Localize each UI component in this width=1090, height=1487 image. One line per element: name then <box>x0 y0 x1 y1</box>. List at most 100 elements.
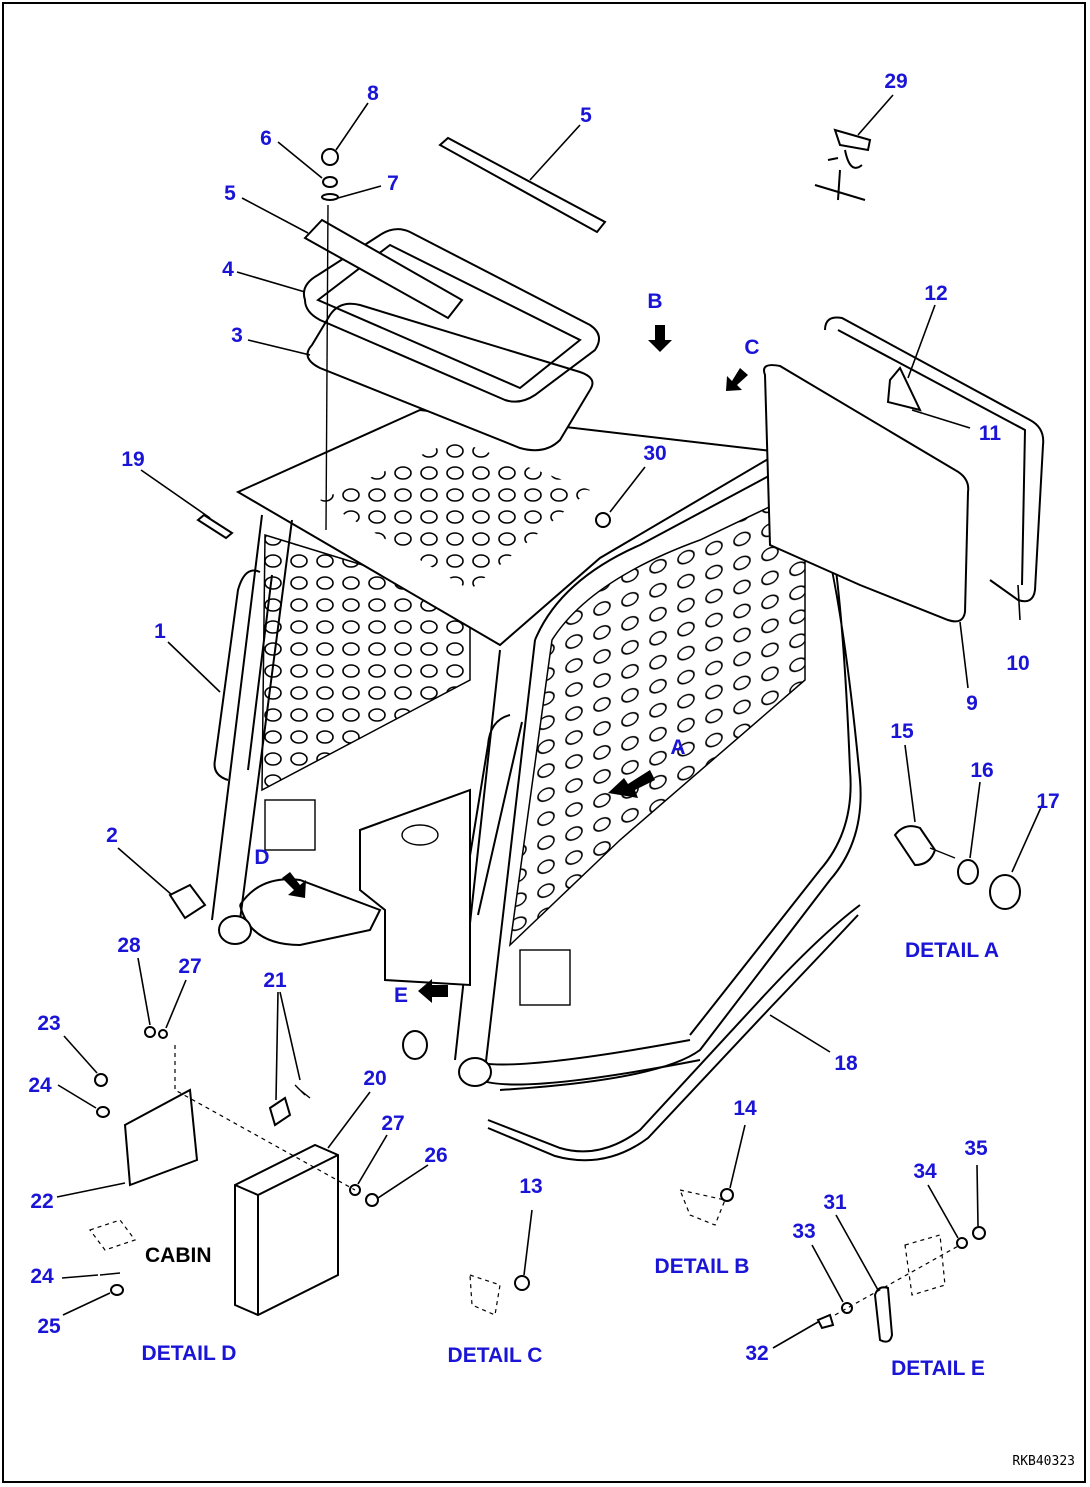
rod-line <box>325 204 329 531</box>
washer-7 <box>321 193 339 201</box>
bushing-2 <box>168 883 207 920</box>
callout-3: 3 <box>231 324 243 347</box>
bolt-14 <box>720 1188 734 1202</box>
view-arrows <box>282 325 748 1003</box>
callout-16: 16 <box>970 759 993 782</box>
front-left-post <box>454 639 536 1071</box>
callout-13: 13 <box>519 1175 542 1198</box>
nut-28 <box>144 1026 156 1038</box>
callout-11: 11 <box>979 422 1002 445</box>
callout-9: 9 <box>966 692 978 715</box>
detail-c-label: DETAIL C <box>448 1344 543 1367</box>
screw-24 <box>99 1272 121 1276</box>
callout-14: 14 <box>733 1097 757 1120</box>
misc-parts <box>89 128 1021 1343</box>
detail-labels: DETAIL A DETAIL B DETAIL C DETAIL D DETA… <box>142 939 1075 1469</box>
callout-30: 30 <box>643 442 666 465</box>
arrow-B <box>648 325 672 352</box>
callout-33: 33 <box>792 1220 815 1243</box>
mount-plate-left <box>264 799 316 851</box>
detail-e-label: DETAIL E <box>891 1357 985 1380</box>
roof-rail-lower <box>303 218 464 320</box>
mount-plate-front <box>519 949 571 1006</box>
callout-28: 28 <box>117 934 141 957</box>
detail-e-dash <box>834 1244 961 1316</box>
callout-24-bottom: 24 <box>30 1265 54 1288</box>
side-window-parts <box>763 316 1045 623</box>
washer-27-top <box>158 1029 168 1039</box>
view-marker-labels: B C A D E <box>254 290 759 1007</box>
callout-22: 22 <box>30 1190 53 1213</box>
strip-19 <box>196 513 234 540</box>
roof-window-parts <box>302 136 607 531</box>
callout-26: 26 <box>424 1144 447 1167</box>
view-marker-D: D <box>254 846 269 869</box>
callout-numbers: 8 6 7 5 5 4 3 29 12 11 10 9 19 30 1 2 15… <box>28 70 1059 1365</box>
callout-19: 19 <box>121 448 144 471</box>
callout-24-top: 24 <box>28 1074 52 1097</box>
callout-34: 34 <box>913 1160 937 1183</box>
arrow-E <box>418 979 448 1003</box>
callout-5-lower: 5 <box>224 182 236 205</box>
floor-hole <box>401 824 439 846</box>
floor-box <box>359 788 471 987</box>
left-handle <box>213 569 273 781</box>
detail-b-bracket <box>679 1189 726 1226</box>
washer-24 <box>96 1106 110 1118</box>
callout-8: 8 <box>367 82 379 105</box>
view-marker-B: B <box>647 290 662 313</box>
nut-25 <box>110 1284 124 1296</box>
callout-20: 20 <box>363 1067 386 1090</box>
nut-16 <box>957 859 979 885</box>
cabin-label: CABIN <box>145 1244 212 1267</box>
bushing-front <box>402 1030 428 1060</box>
bracket-22 <box>123 1088 199 1187</box>
callout-18: 18 <box>834 1052 858 1075</box>
callout-23: 23 <box>37 1012 60 1035</box>
cap-8 <box>321 148 339 166</box>
latch-11 <box>886 366 922 412</box>
callout-5-upper: 5 <box>580 104 592 127</box>
lower-rail-18 <box>487 904 861 1162</box>
side-window-seal <box>824 316 1045 603</box>
bolt-30 <box>595 512 611 528</box>
arrow-D <box>282 872 306 898</box>
callout-32: 32 <box>745 1342 768 1365</box>
callout-17: 17 <box>1036 790 1059 813</box>
front-arch <box>534 469 781 641</box>
callout-29: 29 <box>884 70 907 93</box>
detail-a-label: DETAIL A <box>905 939 999 962</box>
bottom-rail-front <box>469 1039 701 1086</box>
view-marker-A: A <box>670 736 685 759</box>
bolt-26 <box>365 1193 379 1207</box>
callout-27-top: 27 <box>178 955 201 978</box>
arrow-A <box>608 770 655 798</box>
washer-33 <box>841 1302 853 1314</box>
roof-rail-upper <box>438 136 607 234</box>
callout-4: 4 <box>222 258 234 281</box>
clamp-29 <box>814 128 872 201</box>
bolt-32 <box>816 1313 835 1330</box>
detail-e-bracket <box>904 1234 946 1296</box>
drawing-code: RKB40323 <box>1012 1454 1075 1469</box>
roof-mesh-holes <box>320 440 590 590</box>
clip-21 <box>294 1084 311 1099</box>
cab-guard-assembly <box>211 408 862 1091</box>
right-mesh-panel <box>508 488 806 948</box>
plate-31 <box>873 1286 894 1343</box>
left-rear-post <box>211 514 293 921</box>
cap-17 <box>989 874 1021 910</box>
callout-35: 35 <box>964 1137 988 1160</box>
callout-15: 15 <box>890 720 914 743</box>
callout-25: 25 <box>37 1315 61 1338</box>
detail-c-bracket <box>469 1274 501 1316</box>
callout-6: 6 <box>260 127 272 150</box>
manual-box-20 <box>234 1143 339 1317</box>
detail-d-label: DETAIL D <box>142 1342 237 1365</box>
callout-2: 2 <box>106 824 118 847</box>
side-glass <box>763 364 970 623</box>
callout-21: 21 <box>263 969 287 992</box>
bolt-23 <box>94 1073 108 1087</box>
